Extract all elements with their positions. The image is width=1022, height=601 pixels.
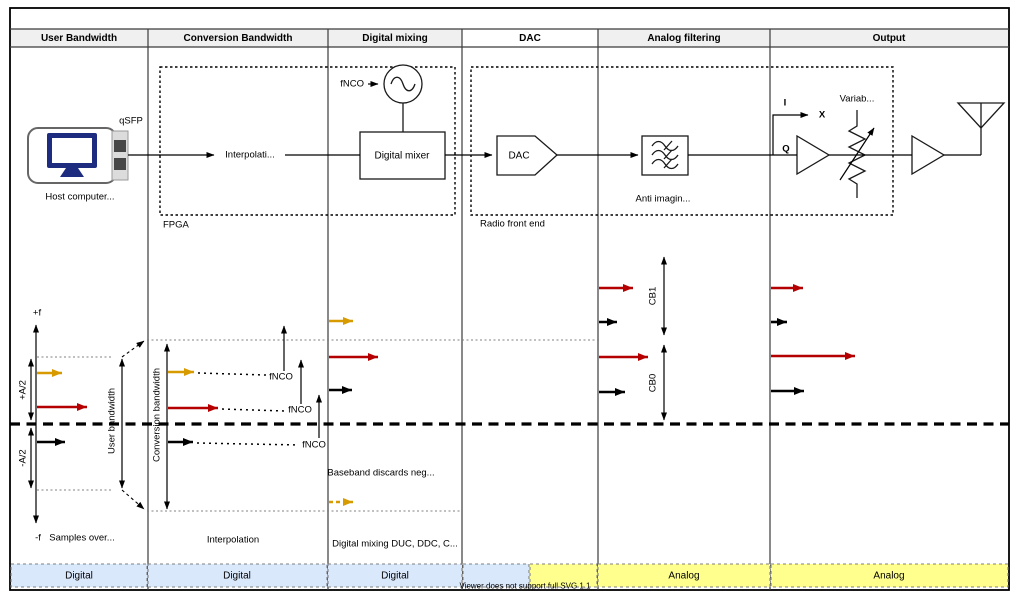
fpga-block: FPGA Interpolati... fNCO Digital mixer — [159, 64, 456, 231]
diagonal-connector-top — [121, 340, 145, 358]
svg-viewer-watermark: Viewer does not support full SVG 1.1 — [459, 582, 591, 591]
host-computer-block: qSFP Host computer... — [27, 116, 143, 203]
baseband-caption: Baseband discards neg... — [327, 468, 434, 479]
variable-attenuator-arrow — [839, 127, 875, 181]
output-spectrum — [771, 284, 855, 395]
variable-attenuator-label: Variab... — [840, 94, 875, 105]
header-cell-dac-background — [462, 29, 598, 47]
nco-oscillator: fNCO — [340, 64, 423, 132]
conversion-bandwidth-spectrum: Conversion bandwidth fNCO fNCO fNCO Inte… — [147, 325, 600, 546]
qsfp-label: qSFP — [119, 116, 143, 127]
interpolation-block-label: Interpolati... — [225, 150, 275, 161]
qsfp-connector-icon — [111, 130, 129, 181]
mixing-caption: Digital mixing DUC, DDC, C... — [332, 539, 458, 550]
band-label-analog-1: Analog — [668, 571, 699, 582]
band-analog-3 — [770, 563, 1009, 588]
band-label-analog-2: Analog — [873, 571, 904, 582]
header-user-bandwidth: User Bandwidth — [41, 33, 117, 44]
interpolation-caption: Interpolation — [207, 535, 259, 546]
dac-label: DAC — [508, 151, 529, 162]
leader-dots-1 — [197, 372, 267, 376]
anti-imaging-label: Anti imagin... — [636, 194, 691, 205]
table-frame: User Bandwidth Conversion Bandwidth Digi… — [9, 7, 1010, 591]
band-analog-1 — [529, 563, 598, 588]
sine-wave-icon — [390, 76, 416, 92]
monitor-icon — [47, 133, 97, 177]
header-analog-filtering: Analog filtering — [647, 33, 720, 44]
fnco-top-label: fNCO — [340, 79, 364, 90]
radio-front-end-block: Radio front end DAC Anti imagin... I X Q… — [470, 66, 894, 230]
i-label: I — [784, 98, 787, 109]
variable-attenuator: Variab... — [839, 94, 875, 198]
plus-f-label: +f — [33, 308, 42, 319]
header-conversion-bandwidth: Conversion Bandwidth — [184, 33, 293, 44]
user-bandwidth-label: User bandwidth — [107, 388, 118, 454]
fnco-shift-label-1: fNCO — [269, 372, 293, 383]
x-label: X — [819, 110, 826, 121]
band-digital-4 — [462, 563, 530, 588]
cb0-label: CB0 — [648, 374, 659, 392]
cb1-label: CB1 — [648, 287, 659, 305]
minus-a2-label: -A/2 — [18, 449, 29, 466]
digital-mixer-label: Digital mixer — [374, 151, 430, 162]
minus-f-label: -f — [35, 533, 41, 544]
anti-imaging-filter — [641, 135, 689, 176]
host-computer-caption: Host computer... — [45, 192, 114, 203]
plus-a2-label: +A/2 — [18, 380, 29, 400]
fpga-box — [159, 66, 456, 216]
fnco-shift-label-2: fNCO — [288, 405, 312, 416]
dac-block — [496, 135, 558, 176]
leader-dots-3 — [196, 442, 300, 446]
header-output: Output — [873, 33, 906, 44]
iq-split: I X Q — [772, 98, 826, 155]
band-analog-2 — [597, 563, 771, 588]
diagonal-connector-bottom — [121, 489, 145, 510]
band-digital-2 — [147, 563, 328, 588]
outer-border — [9, 7, 1010, 591]
band-label-digital-1: Digital — [65, 571, 93, 582]
fpga-label: FPGA — [163, 220, 190, 231]
radio-front-end-box — [470, 66, 894, 216]
q-label: Q — [782, 144, 789, 155]
band-label-digital-3: Digital — [381, 571, 409, 582]
digital-mixing-spectrum: Baseband discards neg... Digital mixing … — [327, 317, 458, 550]
i-branch-arrow — [772, 112, 809, 155]
header-digital-mixing: Digital mixing — [362, 33, 428, 44]
radio-front-end-label: Radio front end — [480, 219, 545, 230]
amplifier-icon-1 — [796, 134, 831, 176]
antenna-icon — [956, 102, 1006, 155]
analog-filtering-spectrum: CB1 CB0 — [599, 256, 667, 421]
conversion-bandwidth-label: Conversion bandwidth — [152, 368, 163, 462]
domain-bands: Digital Digital Digital Analog Analog — [10, 563, 1009, 588]
amplifier-icon-2 — [911, 134, 946, 176]
header-dac: DAC — [519, 33, 541, 44]
user-bandwidth-spectrum: +f -f +A/2 -A/2 User bandwidth Samples o… — [18, 308, 145, 544]
digital-mixer-block — [359, 131, 446, 180]
samples-caption: Samples over... — [49, 533, 114, 544]
band-label-digital-2: Digital — [223, 571, 251, 582]
band-digital-3 — [327, 563, 463, 588]
leader-dots-2 — [221, 408, 285, 412]
fnco-shift-label-3: fNCO — [302, 440, 326, 451]
band-digital-1 — [10, 563, 148, 588]
output-stage — [911, 102, 1006, 176]
